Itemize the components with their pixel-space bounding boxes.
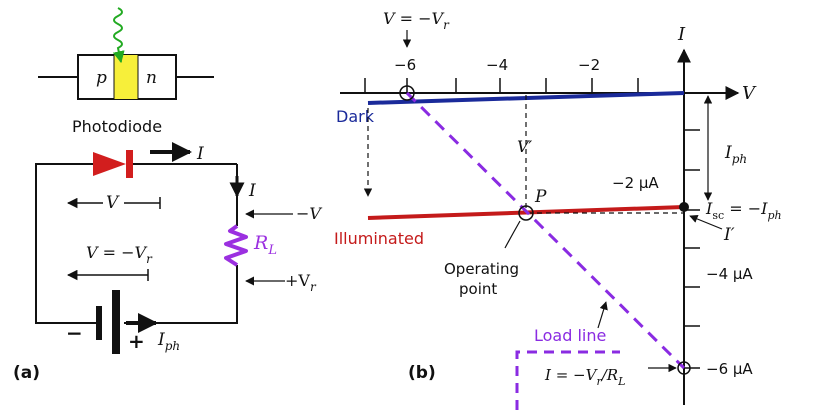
dark-label: Dark bbox=[336, 107, 375, 126]
i-prime-arrow bbox=[689, 214, 723, 230]
panel-b-letter: (b) bbox=[408, 363, 436, 383]
iph-label: Iph bbox=[157, 330, 180, 353]
resistor-label: RL bbox=[253, 232, 277, 258]
operating-point-marker bbox=[518, 205, 534, 221]
iph-label-b: Iph bbox=[724, 143, 747, 166]
pn-junction: p n bbox=[38, 7, 214, 100]
operating-point-label-1: Operating bbox=[444, 260, 519, 278]
current-label-side: I bbox=[248, 181, 256, 201]
diode-symbol bbox=[93, 150, 133, 178]
i-axis-ticks bbox=[684, 129, 700, 369]
tick-label-neg2: −2 bbox=[578, 56, 600, 74]
tick-label-neg4ua: −4 µA bbox=[706, 265, 753, 283]
load-resistor bbox=[224, 224, 248, 267]
plus-vr-label: +Vr bbox=[285, 271, 317, 294]
current-label-top: I bbox=[196, 144, 204, 164]
i-prime-label: I′ bbox=[723, 225, 735, 245]
top-voltage-label: V = −Vr bbox=[383, 9, 450, 32]
load-line-pointer bbox=[597, 301, 608, 329]
load-line bbox=[405, 91, 686, 370]
p-region-label: p bbox=[96, 68, 107, 88]
minus-v-label: −V bbox=[296, 204, 322, 223]
v-prime-label: V′ bbox=[517, 137, 533, 156]
n-region-label: n bbox=[146, 68, 157, 88]
circuit bbox=[35, 163, 238, 324]
tick-label-neg6ua: −6 µA bbox=[706, 360, 753, 378]
operating-point-pointer bbox=[504, 220, 521, 249]
v-axis-label: V bbox=[742, 83, 757, 104]
load-line-label-box bbox=[515, 350, 620, 410]
battery-symbol bbox=[96, 290, 120, 354]
panel-a: p n Photodiode I I V RL bbox=[13, 7, 322, 383]
operating-point-label-2: point bbox=[459, 280, 497, 298]
p-point-label: P bbox=[534, 187, 547, 207]
panel-b: V = −Vr V −6 −4 −2 I bbox=[334, 9, 782, 410]
battery-plus: + bbox=[128, 329, 145, 353]
depletion-region bbox=[114, 55, 138, 99]
isc-label: Isc = −Iph bbox=[705, 199, 782, 222]
i-axis-label: I bbox=[677, 24, 686, 45]
photon-icon bbox=[112, 7, 125, 64]
load-intercept-marker bbox=[677, 361, 691, 375]
vr-point-marker bbox=[399, 85, 415, 101]
tick-label-neg6: −6 bbox=[394, 56, 416, 74]
panel-a-letter: (a) bbox=[13, 363, 40, 383]
isc-point-marker bbox=[679, 202, 689, 212]
tick-label-neg2ua: −2 µA bbox=[612, 174, 659, 192]
photodiode-label: Photodiode bbox=[72, 117, 162, 136]
load-line-label: Load line bbox=[534, 326, 606, 345]
voltage-label-diode: V bbox=[106, 193, 120, 213]
battery-voltage-label: V = −Vr bbox=[86, 243, 153, 266]
illuminated-label: Illuminated bbox=[334, 229, 424, 248]
battery-minus: − bbox=[66, 321, 83, 345]
tick-label-neg4: −4 bbox=[486, 56, 508, 74]
load-current-equation: I = −Vr/RL bbox=[544, 366, 625, 388]
